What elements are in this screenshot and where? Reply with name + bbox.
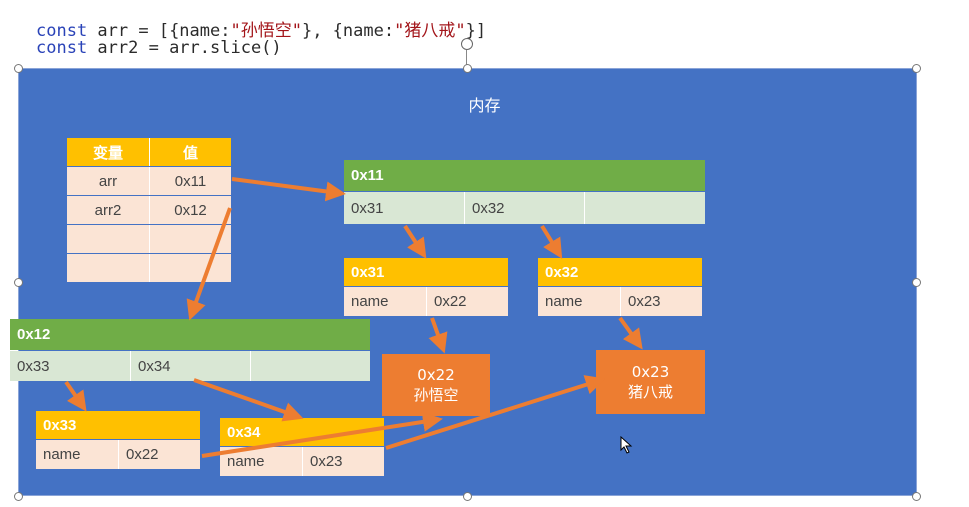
resize-handle[interactable] bbox=[463, 492, 472, 501]
object-address: 0x31 bbox=[351, 263, 385, 281]
string-literal: "孙悟空" bbox=[230, 21, 302, 41]
object-header: 0x33 bbox=[36, 411, 200, 439]
object-header: 0x11 bbox=[344, 160, 705, 191]
keyword-const: const bbox=[36, 21, 88, 41]
table-row bbox=[67, 254, 231, 282]
property-key: name bbox=[227, 453, 265, 470]
property-value: 0x23 bbox=[620, 287, 702, 316]
object-row: 0x31 0x32 bbox=[344, 192, 705, 224]
cell-val bbox=[149, 254, 231, 282]
code-text: }] bbox=[465, 21, 487, 41]
object-row: name 0x22 bbox=[344, 287, 508, 316]
object-address: 0x12 bbox=[17, 326, 51, 343]
object-address: 0x32 bbox=[545, 263, 579, 281]
property-key: name bbox=[351, 293, 389, 310]
object-header: 0x31 bbox=[344, 258, 508, 286]
array-object-0x12: 0x12 0x33 0x34 bbox=[10, 319, 370, 381]
code-text: }, {name: bbox=[301, 21, 395, 41]
resize-handle[interactable] bbox=[912, 492, 921, 501]
resize-handle[interactable] bbox=[463, 64, 472, 73]
element-ref: 0x31 bbox=[351, 199, 384, 217]
string-text: 猪八戒 bbox=[627, 382, 673, 401]
object-row: name 0x23 bbox=[538, 287, 702, 316]
keyword-const: const bbox=[36, 38, 88, 58]
resize-handle[interactable] bbox=[912, 278, 921, 287]
object-header: 0x34 bbox=[220, 418, 384, 446]
resize-handle[interactable] bbox=[14, 64, 23, 73]
object-address: 0x33 bbox=[43, 416, 77, 434]
resize-handle[interactable] bbox=[912, 64, 921, 73]
mouse-cursor-icon bbox=[620, 436, 633, 454]
cell-var: arr2 bbox=[94, 201, 122, 219]
element-ref bbox=[584, 192, 705, 224]
rotate-handle-icon[interactable] bbox=[461, 38, 473, 50]
rotate-handle-stem bbox=[466, 50, 467, 68]
property-value: 0x22 bbox=[118, 440, 200, 469]
code-line-2: const arr2 = arr.slice() bbox=[36, 38, 282, 58]
object-header: 0x32 bbox=[538, 258, 702, 286]
cell-val: 0x11 bbox=[149, 167, 231, 195]
header-value: 值 bbox=[149, 138, 231, 166]
cell-var bbox=[67, 225, 149, 253]
memory-title: 内存 bbox=[468, 96, 501, 115]
element-ref: 0x32 bbox=[464, 192, 584, 224]
object-0x32: 0x32 name 0x23 bbox=[538, 258, 702, 316]
cell-val bbox=[149, 225, 231, 253]
object-address: 0x34 bbox=[227, 423, 261, 441]
code-text: arr2 = arr.slice() bbox=[87, 38, 282, 58]
table-row: arr2 0x12 bbox=[67, 196, 231, 224]
property-key: name bbox=[545, 293, 583, 310]
property-key: name bbox=[43, 446, 81, 463]
string-0x22: 0x22 孙悟空 bbox=[382, 354, 490, 416]
element-ref: 0x33 bbox=[17, 357, 50, 375]
array-object-0x11: 0x11 0x31 0x32 bbox=[344, 160, 705, 224]
object-row: name 0x22 bbox=[36, 440, 200, 469]
object-row: 0x33 0x34 bbox=[10, 351, 370, 381]
table-row bbox=[67, 225, 231, 253]
variable-table: 变量 值 arr 0x11 arr2 0x12 bbox=[67, 138, 231, 282]
code-line-1: const arr = [{name:"孙悟空"}, {name:"猪八戒"}] bbox=[36, 16, 486, 41]
table-row: arr 0x11 bbox=[67, 167, 231, 195]
string-text: 孙悟空 bbox=[413, 385, 459, 404]
string-0x23: 0x23 猪八戒 bbox=[596, 350, 705, 414]
object-address: 0x11 bbox=[351, 167, 384, 184]
property-value: 0x22 bbox=[426, 287, 508, 316]
cell-var bbox=[67, 254, 149, 282]
element-ref bbox=[250, 351, 370, 381]
object-row: name 0x23 bbox=[220, 447, 384, 476]
cell-var: arr bbox=[98, 172, 118, 190]
object-header: 0x12 bbox=[10, 319, 370, 350]
object-0x33: 0x33 name 0x22 bbox=[36, 411, 200, 469]
table-header: 变量 值 bbox=[67, 138, 231, 166]
resize-handle[interactable] bbox=[14, 278, 23, 287]
string-address: 0x22 bbox=[417, 365, 455, 384]
resize-handle[interactable] bbox=[14, 492, 23, 501]
cell-val: 0x12 bbox=[149, 196, 231, 224]
property-value: 0x23 bbox=[302, 447, 384, 476]
object-0x34: 0x34 name 0x23 bbox=[220, 418, 384, 476]
code-text: arr = [{name: bbox=[87, 21, 231, 41]
element-ref: 0x34 bbox=[130, 351, 250, 381]
header-variable: 变量 bbox=[92, 144, 123, 162]
string-literal: "猪八戒" bbox=[394, 21, 466, 41]
object-0x31: 0x31 name 0x22 bbox=[344, 258, 508, 316]
string-address: 0x23 bbox=[631, 362, 670, 381]
